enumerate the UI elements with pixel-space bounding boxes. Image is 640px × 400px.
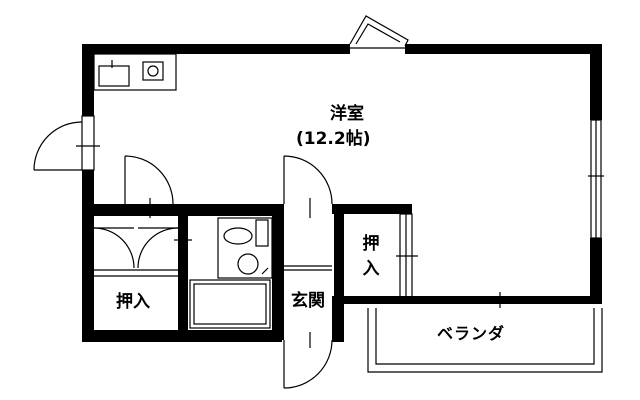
thin-lines bbox=[33, 15, 604, 389]
left-door-frame bbox=[81, 115, 95, 171]
left-door-swing bbox=[33, 121, 83, 171]
room-size-label: (12.2帖) bbox=[296, 129, 371, 149]
wall-bath-right bbox=[272, 204, 284, 340]
room-label-veranda: ベランダ bbox=[437, 324, 506, 343]
wall-wet-top bbox=[94, 204, 284, 216]
bathtub bbox=[189, 279, 271, 329]
wall-top-left bbox=[82, 44, 350, 54]
wet-door-swing bbox=[124, 155, 174, 205]
kitchen-sink bbox=[98, 65, 130, 87]
washbasin bbox=[237, 253, 259, 275]
kitchen-stove bbox=[142, 61, 164, 81]
toilet-bowl bbox=[223, 227, 253, 245]
wall-closet-entry-divider bbox=[178, 210, 188, 340]
interior-walls bbox=[94, 204, 412, 340]
closet-left-swing-b bbox=[137, 227, 179, 269]
room-label-closet-right: 押入 bbox=[362, 234, 380, 279]
wall-top-right bbox=[405, 44, 602, 54]
veranda-rail-outer bbox=[367, 308, 603, 373]
wall-right-lower bbox=[590, 238, 602, 304]
bathtub-inner bbox=[193, 283, 267, 325]
bay-window bbox=[349, 15, 409, 47]
toilet-tank bbox=[255, 219, 269, 247]
room-label-entrance: 玄関 bbox=[291, 291, 325, 311]
washbasin-faucet bbox=[261, 267, 269, 275]
stove-burner bbox=[147, 65, 159, 77]
wall-left-lower bbox=[82, 170, 94, 342]
hall-door-swing bbox=[283, 155, 333, 205]
entry-door-swing bbox=[283, 339, 333, 389]
wall-left-upper bbox=[82, 44, 94, 116]
wall-bottom-entry bbox=[332, 300, 344, 342]
closet-left-swing-a bbox=[93, 227, 135, 269]
toilet-room bbox=[217, 217, 273, 279]
room-label-western-room: 洋室 bbox=[330, 104, 364, 124]
wall-right-closet-top bbox=[332, 204, 412, 214]
wall-veranda-top bbox=[332, 296, 602, 304]
wall-right-closet-left bbox=[334, 204, 344, 304]
veranda-rail-inner bbox=[375, 308, 595, 365]
room-label-closet-left: 押入 bbox=[116, 292, 150, 312]
wall-right-upper bbox=[590, 44, 602, 120]
kitchen-counter bbox=[93, 53, 177, 91]
